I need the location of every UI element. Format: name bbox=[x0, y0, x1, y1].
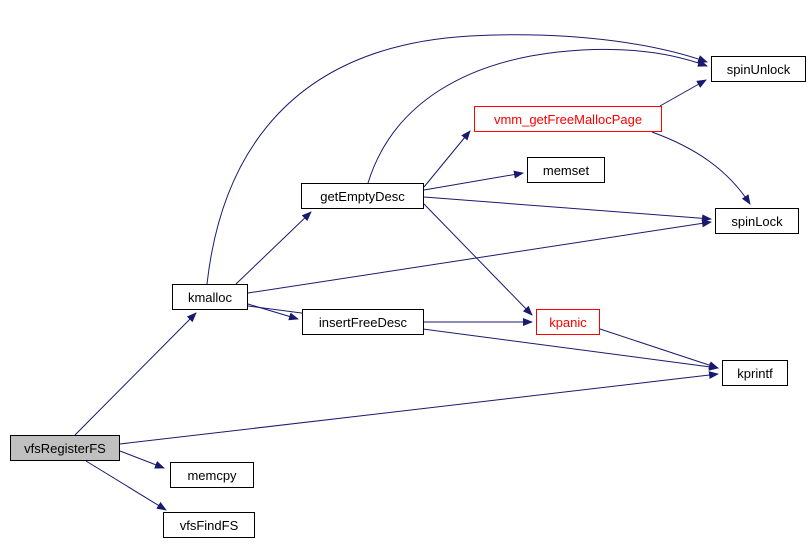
edge-vmm_getFreeMallocPage-to-spinLock bbox=[651, 131, 751, 205]
node-memcpy[interactable]: memcpy bbox=[170, 462, 254, 488]
node-memset[interactable]: memset bbox=[527, 157, 605, 183]
edge-kmalloc-to-getEmptyDesc bbox=[235, 211, 312, 285]
edge-kpanic-to-kprintf bbox=[599, 328, 719, 369]
edge-getEmptyDesc-to-kpanic bbox=[423, 203, 533, 316]
node-vfsFindFS[interactable]: vfsFindFS bbox=[163, 512, 255, 538]
edge-getEmptyDesc-to-vmm_getFreeMallocPage bbox=[423, 130, 471, 188]
edge-getEmptyDesc-to-memset bbox=[423, 170, 524, 191]
edge-kmalloc-to-spinUnlock bbox=[206, 34, 708, 285]
node-kpanic[interactable]: kpanic bbox=[536, 309, 600, 335]
edge-vmm_getFreeMallocPage-to-spinUnlock bbox=[659, 79, 707, 107]
node-spinLock[interactable]: spinLock bbox=[715, 208, 799, 234]
node-vfsRegisterFS[interactable]: vfsRegisterFS bbox=[10, 435, 120, 461]
edge-vfsRegisterFS-to-kmalloc bbox=[74, 312, 197, 436]
edge-vfsRegisterFS-to-memcpy bbox=[119, 450, 165, 469]
edge-vfsRegisterFS-to-vfsFindFS bbox=[85, 460, 167, 511]
node-kmalloc[interactable]: kmalloc bbox=[172, 284, 248, 310]
node-getEmptyDesc[interactable]: getEmptyDesc bbox=[301, 183, 424, 209]
edge-vfsRegisterFS-to-kprintf bbox=[119, 371, 719, 445]
node-vmm_getFreeMallocPage[interactable]: vmm_getFreeMallocPage bbox=[474, 106, 662, 132]
node-spinUnlock[interactable]: spinUnlock bbox=[711, 56, 806, 82]
edge-getEmptyDesc-to-spinLock bbox=[423, 196, 712, 223]
node-kprintf[interactable]: kprintf bbox=[722, 360, 788, 386]
edge-kmalloc-to-spinLock bbox=[247, 219, 712, 294]
node-insertFreeDesc[interactable]: insertFreeDesc bbox=[302, 309, 424, 335]
edge-kmalloc-to-insertFreeDesc bbox=[247, 303, 299, 321]
